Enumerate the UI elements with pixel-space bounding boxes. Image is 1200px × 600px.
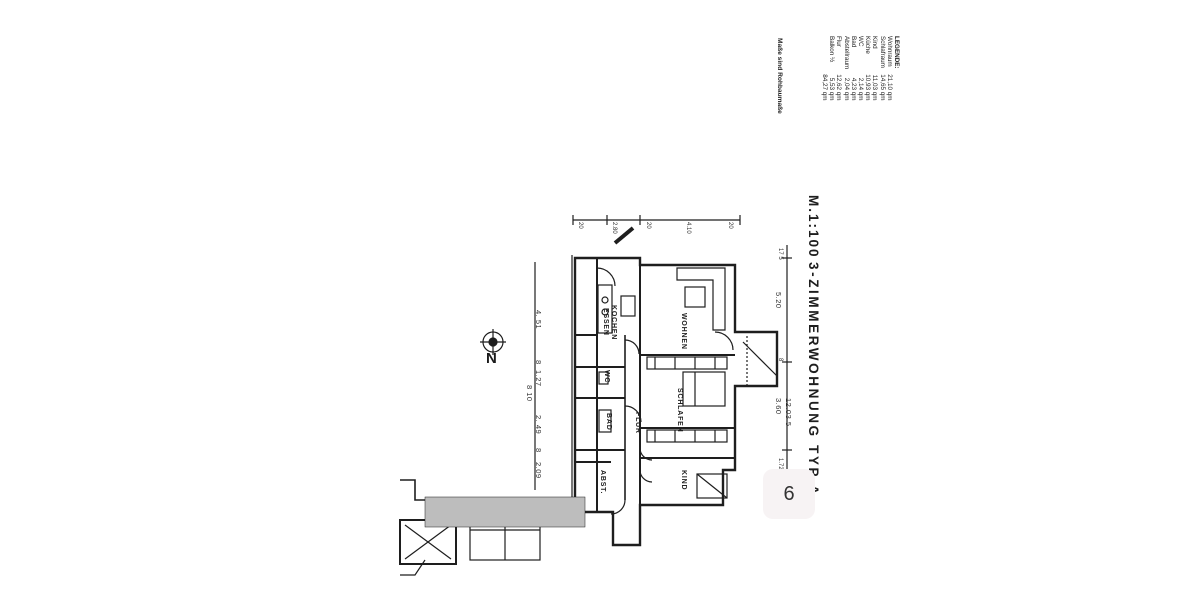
room-label-wohnen: WOHNEN <box>680 313 687 350</box>
dimension-label: 8 <box>534 360 543 365</box>
dimension-label: 5.20 <box>774 292 783 309</box>
room-label-abst: ABST. <box>599 470 606 495</box>
room-label-schlafen: SCHLAFEN <box>676 388 683 433</box>
room-label-essen: ESSEN <box>602 308 609 336</box>
dimension-label: 8 <box>777 358 783 362</box>
plan-scale: M.1:100 <box>806 195 821 259</box>
dimension-label: 17 5 <box>777 248 783 260</box>
dimension-label: 20 <box>727 222 733 229</box>
dimension-label: 12.03 5 <box>784 398 793 427</box>
legend-heading: LEGENDE: <box>893 36 900 69</box>
dimension-label: 4. 51 <box>534 310 543 330</box>
dimension-label: 20 <box>645 222 651 229</box>
floor-plan-sheet: 3-ZIMMERWOHNUNG TYP A M.1:100 N LEGENDE:… <box>385 0 900 600</box>
dimension-label: 3.60 <box>774 398 783 415</box>
legend-row: 84,27 qm <box>820 74 828 101</box>
dimension-label: 4.10 <box>685 222 691 234</box>
room-label-bad: BAD <box>605 413 612 431</box>
floor-plan-drawing <box>399 215 792 576</box>
room-label-kind: KIND <box>680 470 687 491</box>
dimension-label: 8 <box>534 448 543 453</box>
dimension-note: Maße sind Rohbaumaße <box>776 38 783 114</box>
plan-title: 3-ZIMMERWOHNUNG TYP A <box>806 262 821 498</box>
page-number-badge: 6 <box>763 469 815 519</box>
dimension-label: 2.09 <box>534 462 543 479</box>
room-label-kochen: KOCHEN <box>610 305 617 341</box>
dimension-label: 2.80 <box>611 222 617 234</box>
dimension-label: 8 10 <box>525 385 534 402</box>
dimension-label: 1.27 <box>534 370 543 387</box>
dimension-label: 2. 49 <box>534 415 543 435</box>
north-label: N <box>486 350 497 367</box>
room-label-flur: FLUR <box>634 412 641 434</box>
dimension-label: 20 <box>577 222 583 229</box>
room-label-wc: WC <box>603 370 610 384</box>
